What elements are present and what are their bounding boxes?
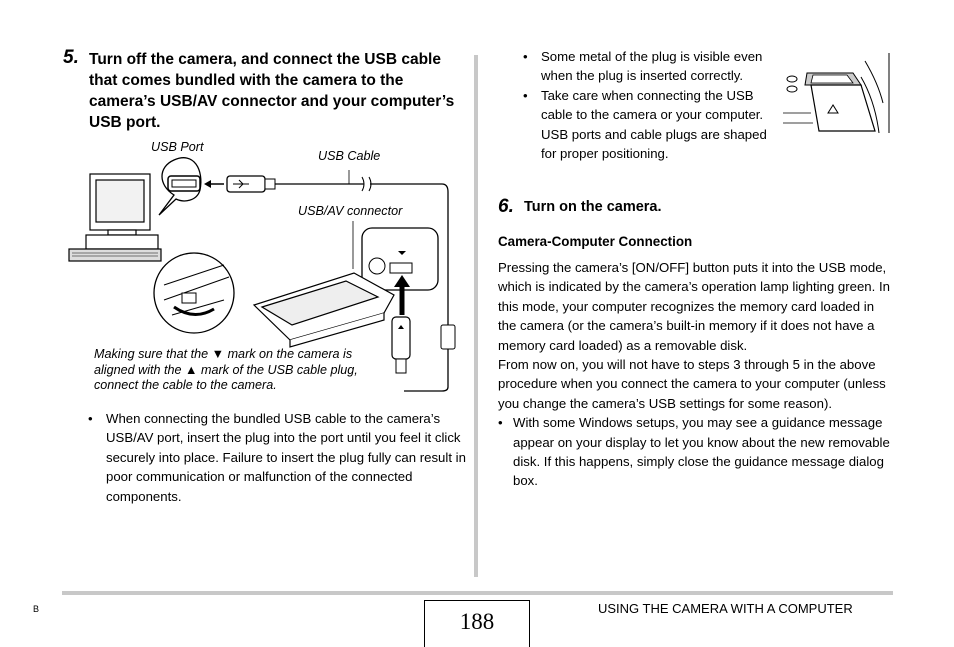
figure-caption: Making sure that the ▼ mark on the camer… [94,347,358,392]
label-usb-port: USB Port [151,140,204,154]
plug-inserted-illustration [783,53,890,134]
right-bullet-2: • Take care when connecting the USB cabl… [523,86,773,164]
paragraph-usb-mode: Pressing the camera’s [ON/OFF] button pu… [498,260,890,353]
computer-icon [68,173,162,262]
footer-corner-mark: B [33,604,40,614]
left-bullet: • When connecting the bundled USB cable … [88,409,476,506]
right-bullet-2-text: Take care when connecting the USB cable … [541,87,767,162]
right-bullet-windows-text: With some Windows setups, you may see a … [513,415,890,489]
usb-port-icon [167,175,201,192]
right-body: Pressing the camera’s [ON/OFF] button pu… [498,258,892,491]
page-number-box: 188 [424,600,530,647]
bullet-dot: • [498,415,503,431]
step-6-number: 6. [498,196,514,217]
page-number: 188 [459,609,495,634]
camera-icon [252,272,395,348]
right-top-bullets: • Some metal of the plug is visible even… [523,47,773,163]
column-divider [474,55,478,577]
ferrite-core [440,324,456,350]
section-heading: Camera-Computer Connection [498,234,693,249]
usb-connection-figure: USB Port USB Cable USB/AV connector [64,135,456,397]
camera-side-plug [391,316,411,360]
bullet-dot: • [523,49,528,64]
right-bullet-1-text: Some metal of the plug is visible even w… [541,49,763,84]
right-bullet-1: • Some metal of the plug is visible even… [523,47,773,86]
bullet-dot: • [523,87,528,103]
label-usb-av-connector: USB/AV connector [298,204,403,218]
label-usb-cable: USB Cable [318,149,381,163]
footer-rule [62,591,893,595]
usb-connection-illustration [68,157,456,392]
step-6-title: Turn on the camera. [524,199,662,215]
step-5-title: Turn off the camera, and connect the USB… [89,51,455,131]
footer-section-title: USING THE CAMERA WITH A COMPUTER [598,601,853,616]
left-bullet-text: When connecting the bundled USB cable to… [106,411,466,504]
bullet-dot: • [88,411,93,426]
right-bullet-windows: • With some Windows setups, you may see … [498,413,892,491]
paragraph-from-now-on: From now on, you will not have to steps … [498,357,886,411]
step-5-number: 5. [63,47,79,68]
